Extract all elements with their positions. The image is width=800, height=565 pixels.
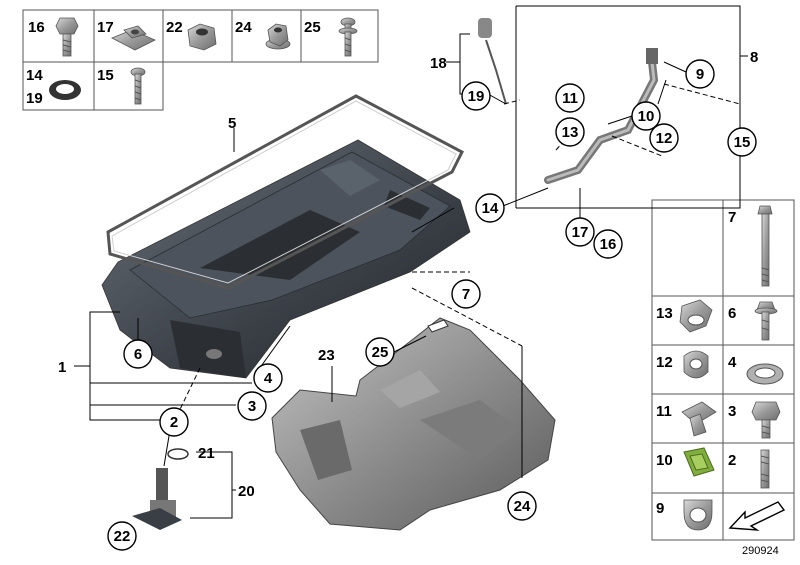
callout-15: 15 (734, 134, 751, 151)
grid-label-12: 12 (656, 354, 673, 371)
grid-label-22: 22 (166, 19, 183, 36)
callout-4: 4 (264, 370, 273, 387)
callout-17: 17 (572, 224, 589, 241)
grid-label-4: 4 (728, 354, 737, 371)
screw-icon (338, 17, 358, 57)
callout-20: 20 (238, 483, 255, 500)
callout-16: 16 (600, 236, 617, 253)
callout-12: 12 (656, 130, 673, 147)
pipe-clamp-icon (683, 499, 713, 531)
callout-2: 2 (170, 414, 178, 431)
grid-label-13: 13 (656, 305, 673, 322)
right-parts-grid: 7 13 6 12 4 11 3 10 2 9 (651, 199, 795, 541)
sealing-washer-icon (746, 363, 784, 385)
clip-12-icon (683, 350, 709, 379)
callout-10: 10 (638, 108, 655, 125)
long-bolt-icon (757, 205, 773, 287)
callout-8: 8 (750, 49, 758, 66)
callout-7: 7 (462, 286, 470, 303)
grid-label-14: 14 (26, 67, 43, 84)
oil-level-sensor (132, 448, 189, 530)
clip-nut-icon (111, 25, 156, 51)
callout-14: 14 (482, 200, 499, 217)
grid-label-11: 11 (656, 403, 672, 420)
diagram-id: 290924 (742, 545, 779, 557)
grid-label-15: 15 (97, 67, 114, 84)
clip-13-icon (679, 299, 713, 333)
callout-19: 19 (468, 88, 485, 105)
grid-label-24: 24 (235, 19, 252, 36)
callout-24: 24 (514, 498, 531, 515)
callout-6: 6 (134, 346, 142, 363)
grid-label-2: 2 (728, 452, 736, 469)
stud-bolt-icon (760, 449, 770, 489)
hex-bolt-icon (55, 17, 79, 57)
dipstick-tube (478, 18, 659, 184)
grid-label-6: 6 (728, 305, 736, 322)
callout-1: 1 (58, 359, 66, 376)
clip-10-icon (683, 447, 715, 477)
grid-label-3: 3 (728, 403, 736, 420)
underbody-shield (271, 317, 556, 531)
flange-bolt-icon (754, 301, 778, 341)
clip-11-icon (681, 401, 717, 437)
sealing-ring-icon (49, 80, 81, 100)
oil-pan-assembly (101, 94, 471, 379)
direction-arrow-icon (728, 501, 786, 531)
grid-label-19: 19 (26, 90, 43, 107)
callout-11: 11 (562, 90, 578, 107)
grid-label-25: 25 (304, 19, 321, 36)
grid-label-17: 17 (97, 19, 114, 36)
grid-label-9: 9 (656, 500, 664, 517)
oil-pan-gasket (106, 94, 464, 290)
callout-5: 5 (228, 115, 236, 132)
callout-23: 23 (318, 347, 335, 364)
callout-21: 21 (198, 445, 215, 462)
callout-9: 9 (696, 66, 704, 83)
screw-15-icon (130, 67, 146, 105)
callout-25: 25 (372, 344, 389, 361)
grid-label-7: 7 (728, 209, 736, 226)
hex-bolt-3-icon (751, 401, 781, 439)
callout-3: 3 (248, 398, 256, 415)
collar-nut-icon (265, 23, 291, 50)
callout-18: 18 (430, 55, 447, 72)
callout-13: 13 (562, 124, 579, 141)
hex-nut-icon (187, 23, 217, 51)
callout-22: 22 (114, 528, 131, 545)
grid-label-10: 10 (656, 452, 673, 469)
grid-label-16: 16 (28, 19, 45, 36)
top-parts-grid: 16 17 22 24 25 14 19 15 (22, 9, 379, 111)
callouts: 5 1 18 8 20 21 23 19 9 11 10 13 12 15 14… (58, 49, 758, 551)
